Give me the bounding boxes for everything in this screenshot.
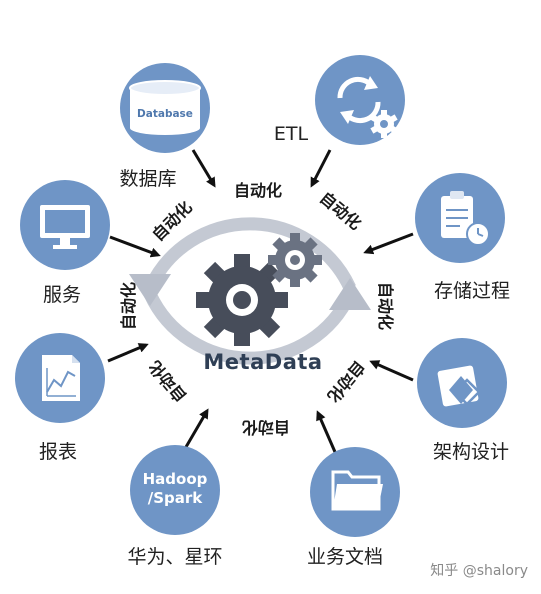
auto-label-top-right: 自动化 <box>316 188 365 233</box>
arrow-storage <box>363 232 414 255</box>
arrow-docs <box>316 410 337 453</box>
ring-arrowhead-left <box>129 274 171 306</box>
node-service: 服务 <box>20 180 110 306</box>
auto-label-bottom-right: 自动化 <box>324 357 369 406</box>
node-database: Database 数据库 <box>119 63 210 190</box>
label-service: 服务 <box>43 284 81 306</box>
ring-arrowhead-right <box>329 278 371 310</box>
node-storage: 存储过程 <box>415 173 510 302</box>
node-docs: 业务文档 <box>307 447 400 568</box>
center-title: MetaData <box>203 350 322 374</box>
monitor-icon <box>40 205 90 249</box>
arrow-hadoop <box>184 408 209 448</box>
folder-icon <box>331 470 383 511</box>
clipboard-clock-icon <box>441 191 490 246</box>
label-hadoop: 华为、星环 <box>127 546 222 568</box>
database-icon-text: Database <box>137 108 193 120</box>
label-architecture: 架构设计 <box>433 441 509 463</box>
arrow-etl <box>310 149 332 188</box>
spark-text: /Spark <box>148 489 204 507</box>
layers-icon <box>437 365 481 407</box>
cycle-ring <box>129 217 371 365</box>
arrow-service <box>109 235 161 258</box>
node-architecture: 架构设计 <box>417 338 509 463</box>
line-chart-icon <box>42 355 80 401</box>
database-icon <box>129 80 201 135</box>
auto-label-left: 自动化 <box>119 282 138 330</box>
label-storage: 存储过程 <box>434 280 510 302</box>
label-etl: ETL <box>274 123 309 145</box>
node-etl: ETL <box>274 55 405 145</box>
auto-label-bottom: 自动化 <box>242 418 290 437</box>
node-hadoop: Hadoop /Spark 华为、星环 <box>127 445 223 568</box>
refresh-gear-icon <box>337 76 381 124</box>
auto-label-right: 自动化 <box>376 282 395 330</box>
arrow-database <box>191 149 216 188</box>
inbound-arrows <box>107 149 414 453</box>
label-docs: 业务文档 <box>307 546 383 568</box>
arrow-architecture <box>369 360 414 382</box>
node-report: 报表 <box>15 333 105 463</box>
label-database: 数据库 <box>119 168 176 190</box>
gears-icon <box>196 233 322 346</box>
watermark: 知乎 @shalory <box>430 562 528 579</box>
auto-label-bottom-left: 自动化 <box>145 357 190 406</box>
label-report: 报表 <box>39 441 77 463</box>
small-gear-icon <box>370 110 398 138</box>
arrow-report <box>107 343 149 363</box>
auto-label-top: 自动化 <box>234 181 282 200</box>
hadoop-text: Hadoop <box>143 470 208 488</box>
